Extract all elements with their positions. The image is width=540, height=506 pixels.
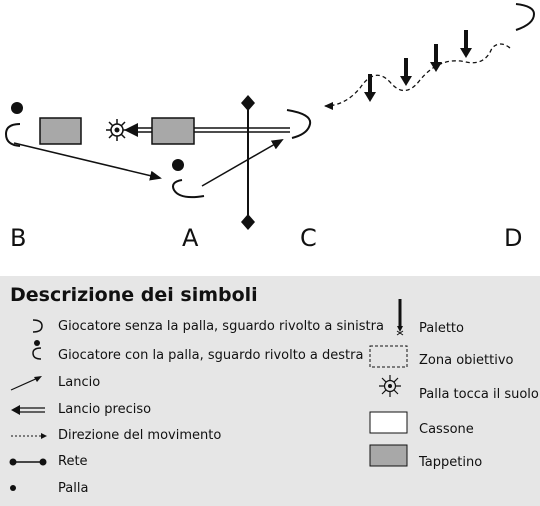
legend-label-pole: Paletto (419, 321, 464, 336)
legend-label-mat: Tappetino (419, 455, 483, 470)
player-with-ball-icon (32, 340, 42, 360)
player-no-ball-c (286, 109, 312, 139)
zone-label-b: B (10, 224, 27, 252)
player-no-ball-icon (32, 319, 43, 333)
net-icon (9, 458, 47, 466)
precise-throw-arrow-icon (11, 405, 45, 415)
player-with-ball-b (4, 102, 23, 147)
throw-arrow-icon (10, 376, 42, 391)
legend-label-player-no-ball: Giocatore senza la palla, sguardo rivolt… (58, 319, 384, 334)
player-no-ball-d (515, 3, 536, 31)
legend-title: Descrizione dei simboli (10, 284, 258, 306)
legend-label-throw: Lancio (58, 375, 101, 390)
legend-label-ball: Palla (58, 481, 89, 496)
ball-hits-ground-legend-icon (379, 375, 401, 397)
mat-icon (369, 444, 408, 467)
pole-4 (460, 30, 472, 58)
pole-2 (400, 58, 412, 86)
player-with-ball-a (172, 159, 205, 199)
legend-label-net: Rete (58, 454, 88, 469)
pole-icon (396, 299, 404, 336)
throw-arrow-b-to-a (13, 142, 162, 181)
movement-arrow-d-to-c (324, 43, 511, 110)
mat-a (151, 117, 195, 145)
box-icon (369, 411, 408, 434)
pole-3 (430, 44, 442, 72)
ball-hits-ground-icon (106, 119, 128, 141)
movement-arrow-icon (11, 433, 47, 439)
legend-panel: Descrizione dei simboli Giocatore senza … (0, 276, 540, 506)
zone-label-d: D (504, 224, 523, 252)
precise-throw-arrow (124, 123, 290, 137)
field-diagram (4, 3, 536, 230)
zone-label-a: A (182, 224, 199, 252)
legend-label-target-zone: Zona obiettivo (419, 353, 514, 368)
legend-label-box: Cassone (419, 422, 474, 437)
legend-label-ball-hits-ground: Palla tocca il suolo (419, 387, 539, 402)
pole-1 (364, 74, 376, 102)
legend-label-movement: Direzione del movimento (58, 428, 222, 443)
target-zone-icon (369, 345, 408, 368)
net-c (241, 95, 255, 230)
throw-arrow-a-to-c (201, 139, 284, 187)
mat-b (39, 117, 82, 145)
ball-icon (10, 485, 16, 491)
legend-label-player-with-ball: Giocatore con la palla, sguardo rivolto … (58, 348, 364, 363)
zone-label-c: C (300, 224, 317, 252)
legend-label-precise-throw: Lancio preciso (58, 402, 152, 417)
